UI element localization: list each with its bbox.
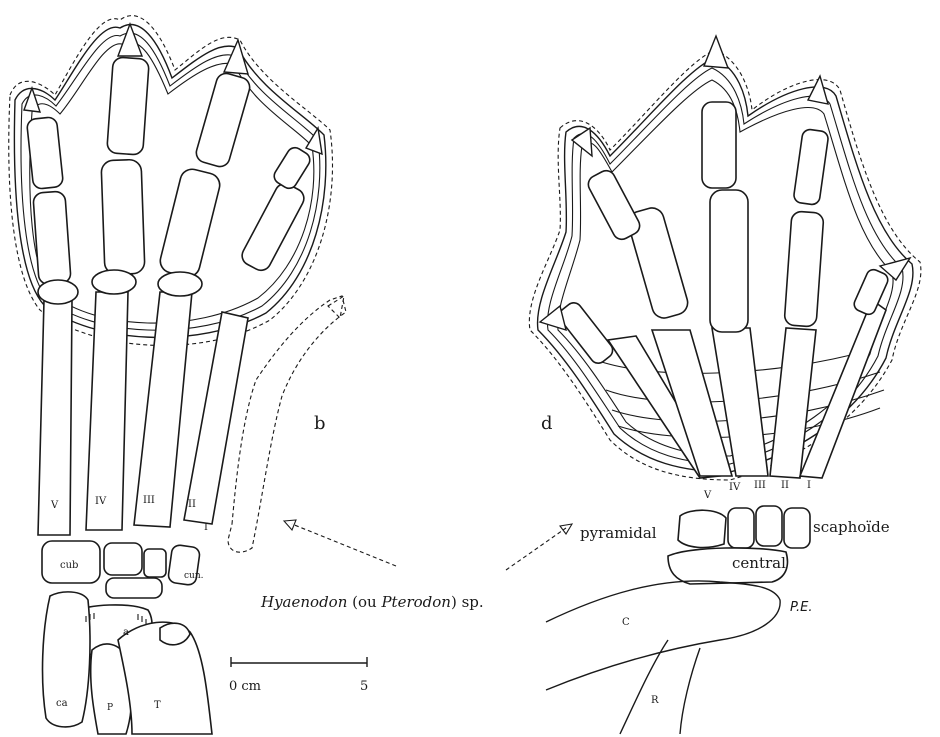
caption-alt-genus: Pterodon — [380, 593, 451, 611]
ulna — [546, 581, 780, 690]
carpal-1 — [728, 508, 754, 548]
tarsal-mesocuneiform — [144, 549, 166, 577]
radius — [620, 640, 700, 734]
navicular — [106, 578, 162, 598]
arrowhead-right — [560, 524, 572, 534]
phalanx-v-1 — [33, 191, 71, 285]
label-calcaneum: ca — [56, 698, 68, 709]
claw-b-v — [24, 88, 40, 112]
digit-label-d-v: V — [703, 490, 712, 501]
carpal-pyramidal — [678, 510, 726, 547]
arrowhead-left — [284, 520, 296, 530]
caption-close: ) sp. — [451, 593, 484, 611]
label-cuneiform: cun. — [184, 571, 204, 581]
claw-b-ii — [306, 128, 322, 154]
arrow-left — [292, 524, 396, 566]
phalanx-ii-1 — [239, 180, 308, 274]
phalanx-iii-2 — [194, 71, 252, 169]
digit-label-b-iii: III — [143, 495, 155, 506]
digit-label-d-ii: II — [781, 480, 789, 491]
phalanx-v-2 — [26, 117, 63, 190]
metatarsal-head-v — [38, 280, 78, 304]
scale-bar: 0 cm 5 — [229, 657, 368, 694]
label-astragalus: a — [123, 627, 129, 638]
label-central: central — [732, 554, 786, 572]
phalanx-d-iv-2 — [585, 168, 643, 243]
label-cubitus: C — [622, 617, 630, 628]
metatarsal-head-iv — [92, 270, 136, 294]
caption-open: (ou — [347, 593, 381, 611]
carpal-2 — [756, 506, 782, 546]
label-fibula: P — [107, 703, 113, 713]
metatarsal-head-iii — [158, 272, 202, 296]
metatarsal-iii — [134, 292, 192, 527]
label-tibia: T — [154, 700, 161, 711]
phalanx-d-iii-1 — [710, 190, 748, 332]
phalanx-d-iii-2 — [702, 102, 736, 188]
arrow-right — [506, 528, 566, 570]
phalanx-iv-1 — [101, 159, 145, 274]
panel-label-b: b — [314, 413, 326, 434]
digit-label-d-i: I — [807, 480, 811, 491]
phalanx-iv-2 — [107, 57, 150, 155]
claw-d-iv — [572, 128, 592, 156]
signature: P.E. — [790, 600, 813, 615]
label-cuboid: cub — [60, 560, 78, 571]
claw-d-iii — [704, 36, 728, 68]
digit-label-b-i: I — [204, 522, 208, 533]
foot-d — [529, 36, 921, 734]
panel-label-d: d — [541, 413, 553, 434]
phalanx-d-ii-1 — [784, 211, 824, 327]
foot-b — [9, 16, 346, 734]
phalanx-d-v-1 — [556, 300, 616, 367]
digit-label-b-v: V — [50, 500, 59, 511]
phalanx-ii-2 — [271, 145, 313, 192]
label-radius: R — [651, 695, 659, 706]
phalanx-d-ii-2 — [793, 129, 829, 206]
label-scaphoid: scaphoïde — [813, 518, 890, 536]
tarsal-ectocuneiform — [104, 543, 142, 575]
phalanx-iii-1 — [158, 167, 222, 280]
scale-start-label: 0 cm — [229, 679, 261, 694]
carpal-3 — [784, 508, 810, 548]
label-pyramidal: pyramidal — [580, 524, 657, 542]
claw-b-iii — [224, 40, 248, 74]
caption-genus: Hyaenodon — [260, 593, 347, 611]
scale-end-label: 5 — [360, 679, 368, 694]
claw-b-iv — [118, 24, 142, 56]
species-caption: Hyaenodon (ou Pterodon) sp. — [260, 593, 484, 611]
scale-bar-line — [231, 657, 367, 667]
digit-label-b-ii: II — [188, 499, 196, 510]
digit-label-b-iv: IV — [95, 496, 107, 507]
digit-label-d-iii: III — [754, 480, 766, 491]
digit-label-d-iv: IV — [729, 482, 741, 493]
